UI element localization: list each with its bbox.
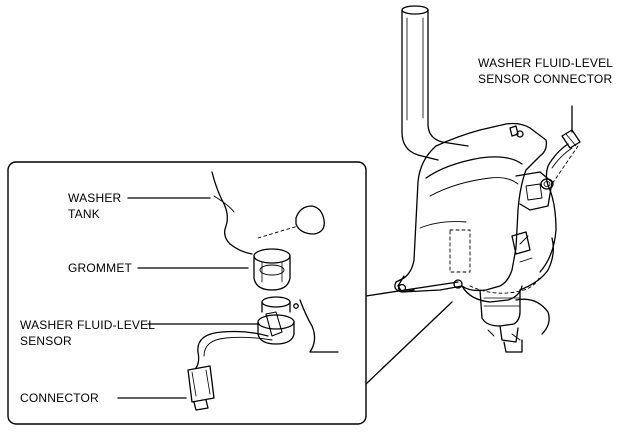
label-connector: CONNECTOR bbox=[20, 391, 99, 405]
label-washer-tank-line2: TANK bbox=[68, 207, 100, 221]
label-sensor-connector-line1: WASHER FLUID-LEVEL bbox=[478, 56, 614, 70]
connector-part bbox=[187, 365, 215, 411]
grommet-part bbox=[253, 248, 291, 291]
callout-line-upper bbox=[365, 281, 459, 297]
washer-tank-assembly bbox=[394, 5, 581, 353]
detail-inset bbox=[7, 161, 367, 425]
label-sensor-line1: WASHER FLUID-LEVEL bbox=[20, 318, 156, 332]
label-washer-tank-line1: WASHER bbox=[68, 191, 122, 205]
sensor-part bbox=[257, 296, 339, 353]
label-sensor-line2: SENSOR bbox=[20, 334, 72, 348]
callout-line-lower bbox=[365, 301, 453, 385]
label-sensor-connector-line2: SENSOR CONNECTOR bbox=[478, 72, 613, 86]
label-grommet: GROMMET bbox=[68, 261, 133, 275]
